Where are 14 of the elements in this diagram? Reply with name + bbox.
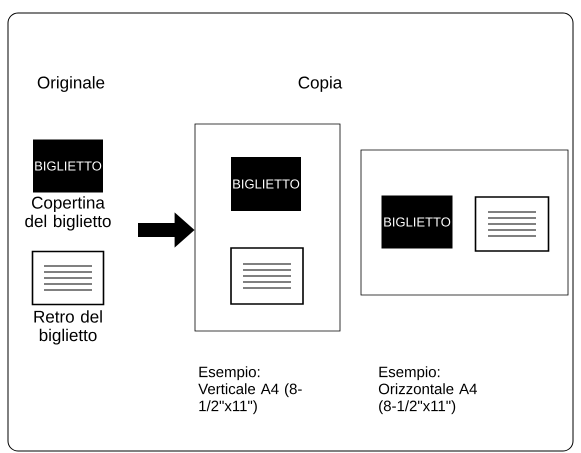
paper-sheet bbox=[360, 150, 568, 296]
caption-text: Copertina del biglietto bbox=[25, 196, 111, 231]
ticket-back-card bbox=[32, 250, 104, 306]
ticket-front-card: BIGLIETTO bbox=[33, 140, 103, 192]
ticket-back-card bbox=[474, 196, 550, 252]
heading-text: Copia bbox=[298, 76, 342, 92]
ticket-back-card bbox=[230, 247, 304, 305]
caption-text: Retro del biglietto bbox=[34, 310, 102, 345]
ticket-front-card: BIGLIETTO bbox=[382, 196, 452, 248]
caption-text: Esempio: Verticale A4 (8-1/2"x11") bbox=[198, 366, 302, 414]
heading-text: Originale bbox=[38, 76, 104, 92]
paper-sheet bbox=[194, 124, 340, 332]
ticket-front-card: BIGLIETTO bbox=[231, 157, 301, 211]
caption-text: Esempio: Orizzontale A4 (8-1/2"x11") bbox=[378, 366, 477, 414]
